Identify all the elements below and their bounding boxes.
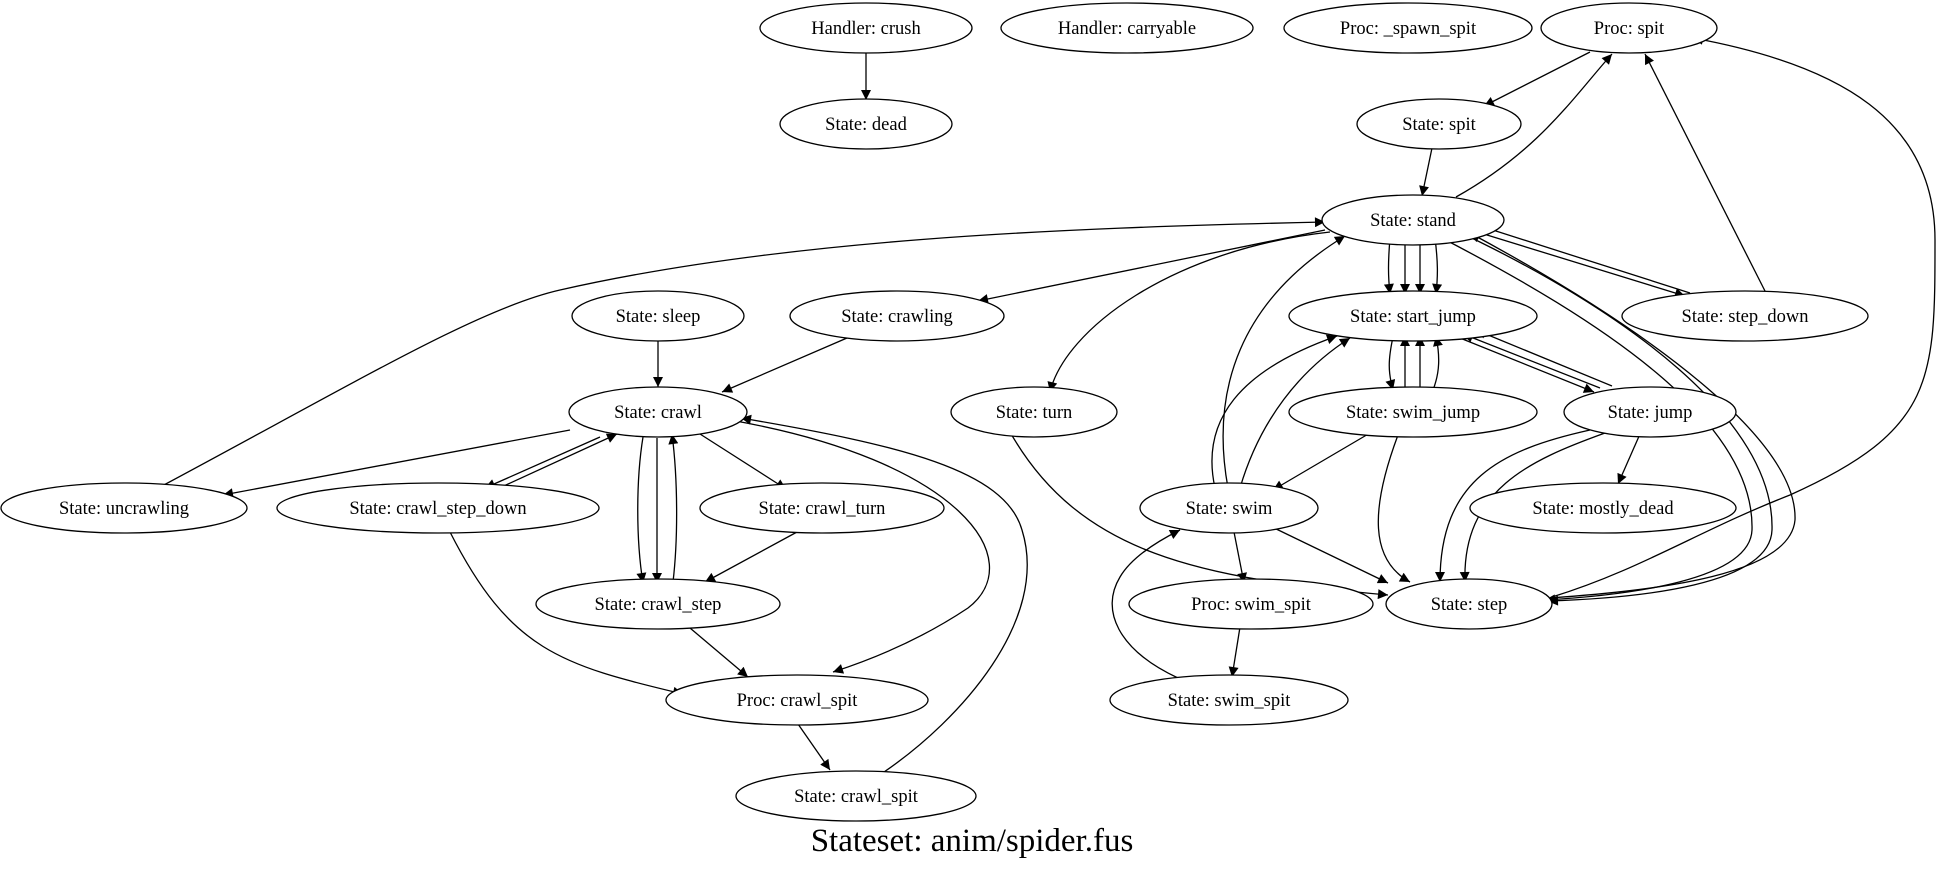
edge-swim-jump-to-swim [1272, 432, 1371, 491]
edge-crawl-to-proc-crawl-spit [729, 419, 991, 674]
node-state-crawl-label: State: crawl [614, 403, 702, 423]
node-proc-crawl-spit: Proc: crawl_spit [665, 674, 929, 726]
node-state-swim-jump-label: State: swim_jump [1346, 403, 1480, 423]
edge-swim-jump-to-start-jump-3 [1432, 335, 1443, 391]
node-state-crawl-spit: State: crawl_spit [735, 770, 977, 822]
node-state-start-jump-label: State: start_jump [1350, 307, 1476, 327]
edge-crawl-spit-to-crawl [740, 414, 1028, 773]
node-state-swim-label: State: swim [1186, 499, 1273, 519]
node-state-step-down: State: step_down [1621, 290, 1869, 342]
edge-swim-to-start-jump-2 [1239, 337, 1351, 489]
edge-swim-spit-to-swim [1111, 529, 1181, 679]
edge-crawl-turn-to-crawl-step [704, 531, 798, 583]
node-state-swim-spit-label: State: swim_spit [1168, 691, 1292, 711]
node-state-jump-label: State: jump [1608, 403, 1693, 423]
node-proc-crawl-spit-label: Proc: crawl_spit [737, 691, 859, 711]
edge-crawl-to-crawl-turn [699, 433, 787, 490]
edge-crawl-step-to-crawl [668, 433, 679, 583]
node-handler-carryable-label: Handler: carryable [1058, 19, 1196, 39]
node-proc-spawn-spit: Proc: _spawn_spit [1283, 2, 1533, 54]
node-state-sleep-label: State: sleep [616, 307, 701, 327]
edge-start-jump-to-jump [1454, 335, 1595, 393]
node-state-jump: State: jump [1563, 386, 1737, 438]
edge-jump-to-start-jump-2 [1475, 329, 1613, 387]
edge-swim-to-step [1269, 525, 1389, 584]
node-state-stand: State: stand [1321, 194, 1505, 246]
edge-start-jump-to-swim-jump [1385, 336, 1396, 391]
edge-step-down-to-stand [1473, 222, 1691, 294]
edge-crawl-step-to-proc-crawl-spit [689, 627, 749, 678]
node-state-step-down-label: State: step_down [1682, 307, 1809, 327]
node-state-stand-label: State: stand [1370, 211, 1457, 231]
edge-step-to-stand [1469, 232, 1796, 599]
node-proc-swim-spit: Proc: swim_spit [1128, 578, 1374, 630]
node-state-crawl-step-down-label: State: crawl_step_down [349, 499, 526, 519]
edge-crawling-to-crawl [721, 337, 848, 393]
node-state-crawl-turn-label: State: crawl_turn [759, 499, 886, 519]
edge-stand-to-crawling [977, 229, 1326, 304]
node-state-spit-label: State: spit [1402, 115, 1476, 135]
node-state-step-label: State: step [1431, 595, 1508, 615]
edge-crawl-step-down-to-proc-crawl-spit [449, 531, 684, 697]
node-state-turn-label: State: turn [996, 403, 1073, 423]
edge-stand-to-turn [1047, 231, 1331, 393]
edge-crawl-step-down-to-crawl [494, 433, 618, 491]
node-state-crawl-turn: State: crawl_turn [699, 482, 945, 534]
node-state-crawl: State: crawl [568, 386, 748, 438]
edge-stand-to-start-jump-4 [1432, 237, 1443, 295]
node-state-swim-spit: State: swim_spit [1109, 674, 1349, 726]
node-handler-carryable: Handler: carryable [1000, 2, 1254, 54]
node-state-swim: State: swim [1139, 482, 1319, 534]
edge-stand-to-proc-spit [1455, 53, 1613, 198]
edge-crawl-to-crawl-step-down [484, 436, 601, 489]
edge-stand-to-start-jump-1 [1383, 237, 1394, 295]
node-state-mostly-dead: State: mostly_dead [1469, 482, 1737, 534]
node-state-mostly-dead-label: State: mostly_dead [1532, 499, 1674, 519]
node-state-swim-jump: State: swim_jump [1288, 386, 1538, 438]
node-state-crawl-step-label: State: crawl_step [595, 595, 722, 615]
edge-jump-to-mostly-dead [1617, 433, 1641, 485]
edge-swim-to-start-jump-1 [1211, 334, 1338, 489]
edge-stand-to-step-down [1473, 230, 1686, 298]
node-state-crawl-step: State: crawl_step [535, 578, 781, 630]
edge-proc-spit-to-state-spit [1483, 51, 1591, 107]
edge-swim-to-proc-swim-spit [1233, 531, 1247, 584]
edge-jump-to-step-2 [1459, 432, 1606, 583]
node-state-step: State: step [1385, 578, 1553, 630]
edge-proc-crawl-spit-to-crawl-spit [797, 723, 831, 771]
edge-proc-swim-spit-to-swim-spit [1228, 626, 1241, 678]
node-state-start-jump: State: start_jump [1288, 290, 1538, 342]
edge-jump-to-step-1 [1435, 429, 1591, 583]
edge-step-to-proc-spit [1551, 34, 1936, 598]
node-state-dead: State: dead [779, 98, 953, 150]
edges-layer [161, 34, 1936, 773]
edge-swim-jump-to-step [1377, 434, 1411, 583]
edge-uncrawling-to-stand [161, 217, 1326, 487]
edge-crawl-to-uncrawling [222, 429, 571, 499]
node-state-spit: State: spit [1356, 98, 1522, 150]
node-state-crawl-spit-label: State: crawl_spit [794, 787, 919, 807]
nodes-layer: Handler: crush Handler: carryable Proc: … [0, 2, 1869, 822]
node-proc-spawn-spit-label: Proc: _spawn_spit [1340, 19, 1477, 39]
graph-title: Stateset: anim/spider.fus [811, 823, 1134, 859]
node-proc-spit-label: Proc: spit [1594, 19, 1665, 39]
node-state-sleep: State: sleep [571, 290, 745, 342]
node-state-uncrawling-label: State: uncrawling [59, 499, 189, 519]
node-state-crawling: State: crawling [789, 290, 1005, 342]
edge-swim-to-stand [1222, 235, 1346, 489]
node-state-uncrawling: State: uncrawling [0, 482, 248, 534]
edge-jump-to-start-jump-1 [1462, 333, 1601, 389]
edge-spit-to-stand [1419, 147, 1433, 197]
node-proc-spit: Proc: spit [1540, 2, 1718, 54]
node-handler-crush-label: Handler: crush [811, 19, 920, 39]
edge-crawl-to-crawl-step-1 [636, 436, 647, 584]
node-state-turn: State: turn [950, 386, 1118, 438]
node-handler-crush: Handler: crush [759, 2, 973, 54]
node-state-dead-label: State: dead [825, 115, 907, 135]
edge-step-down-to-proc-spit [1644, 53, 1767, 294]
node-state-crawling-label: State: crawling [841, 307, 952, 327]
node-state-crawl-step-down: State: crawl_step_down [276, 482, 600, 534]
node-proc-swim-spit-label: Proc: swim_spit [1191, 595, 1312, 615]
